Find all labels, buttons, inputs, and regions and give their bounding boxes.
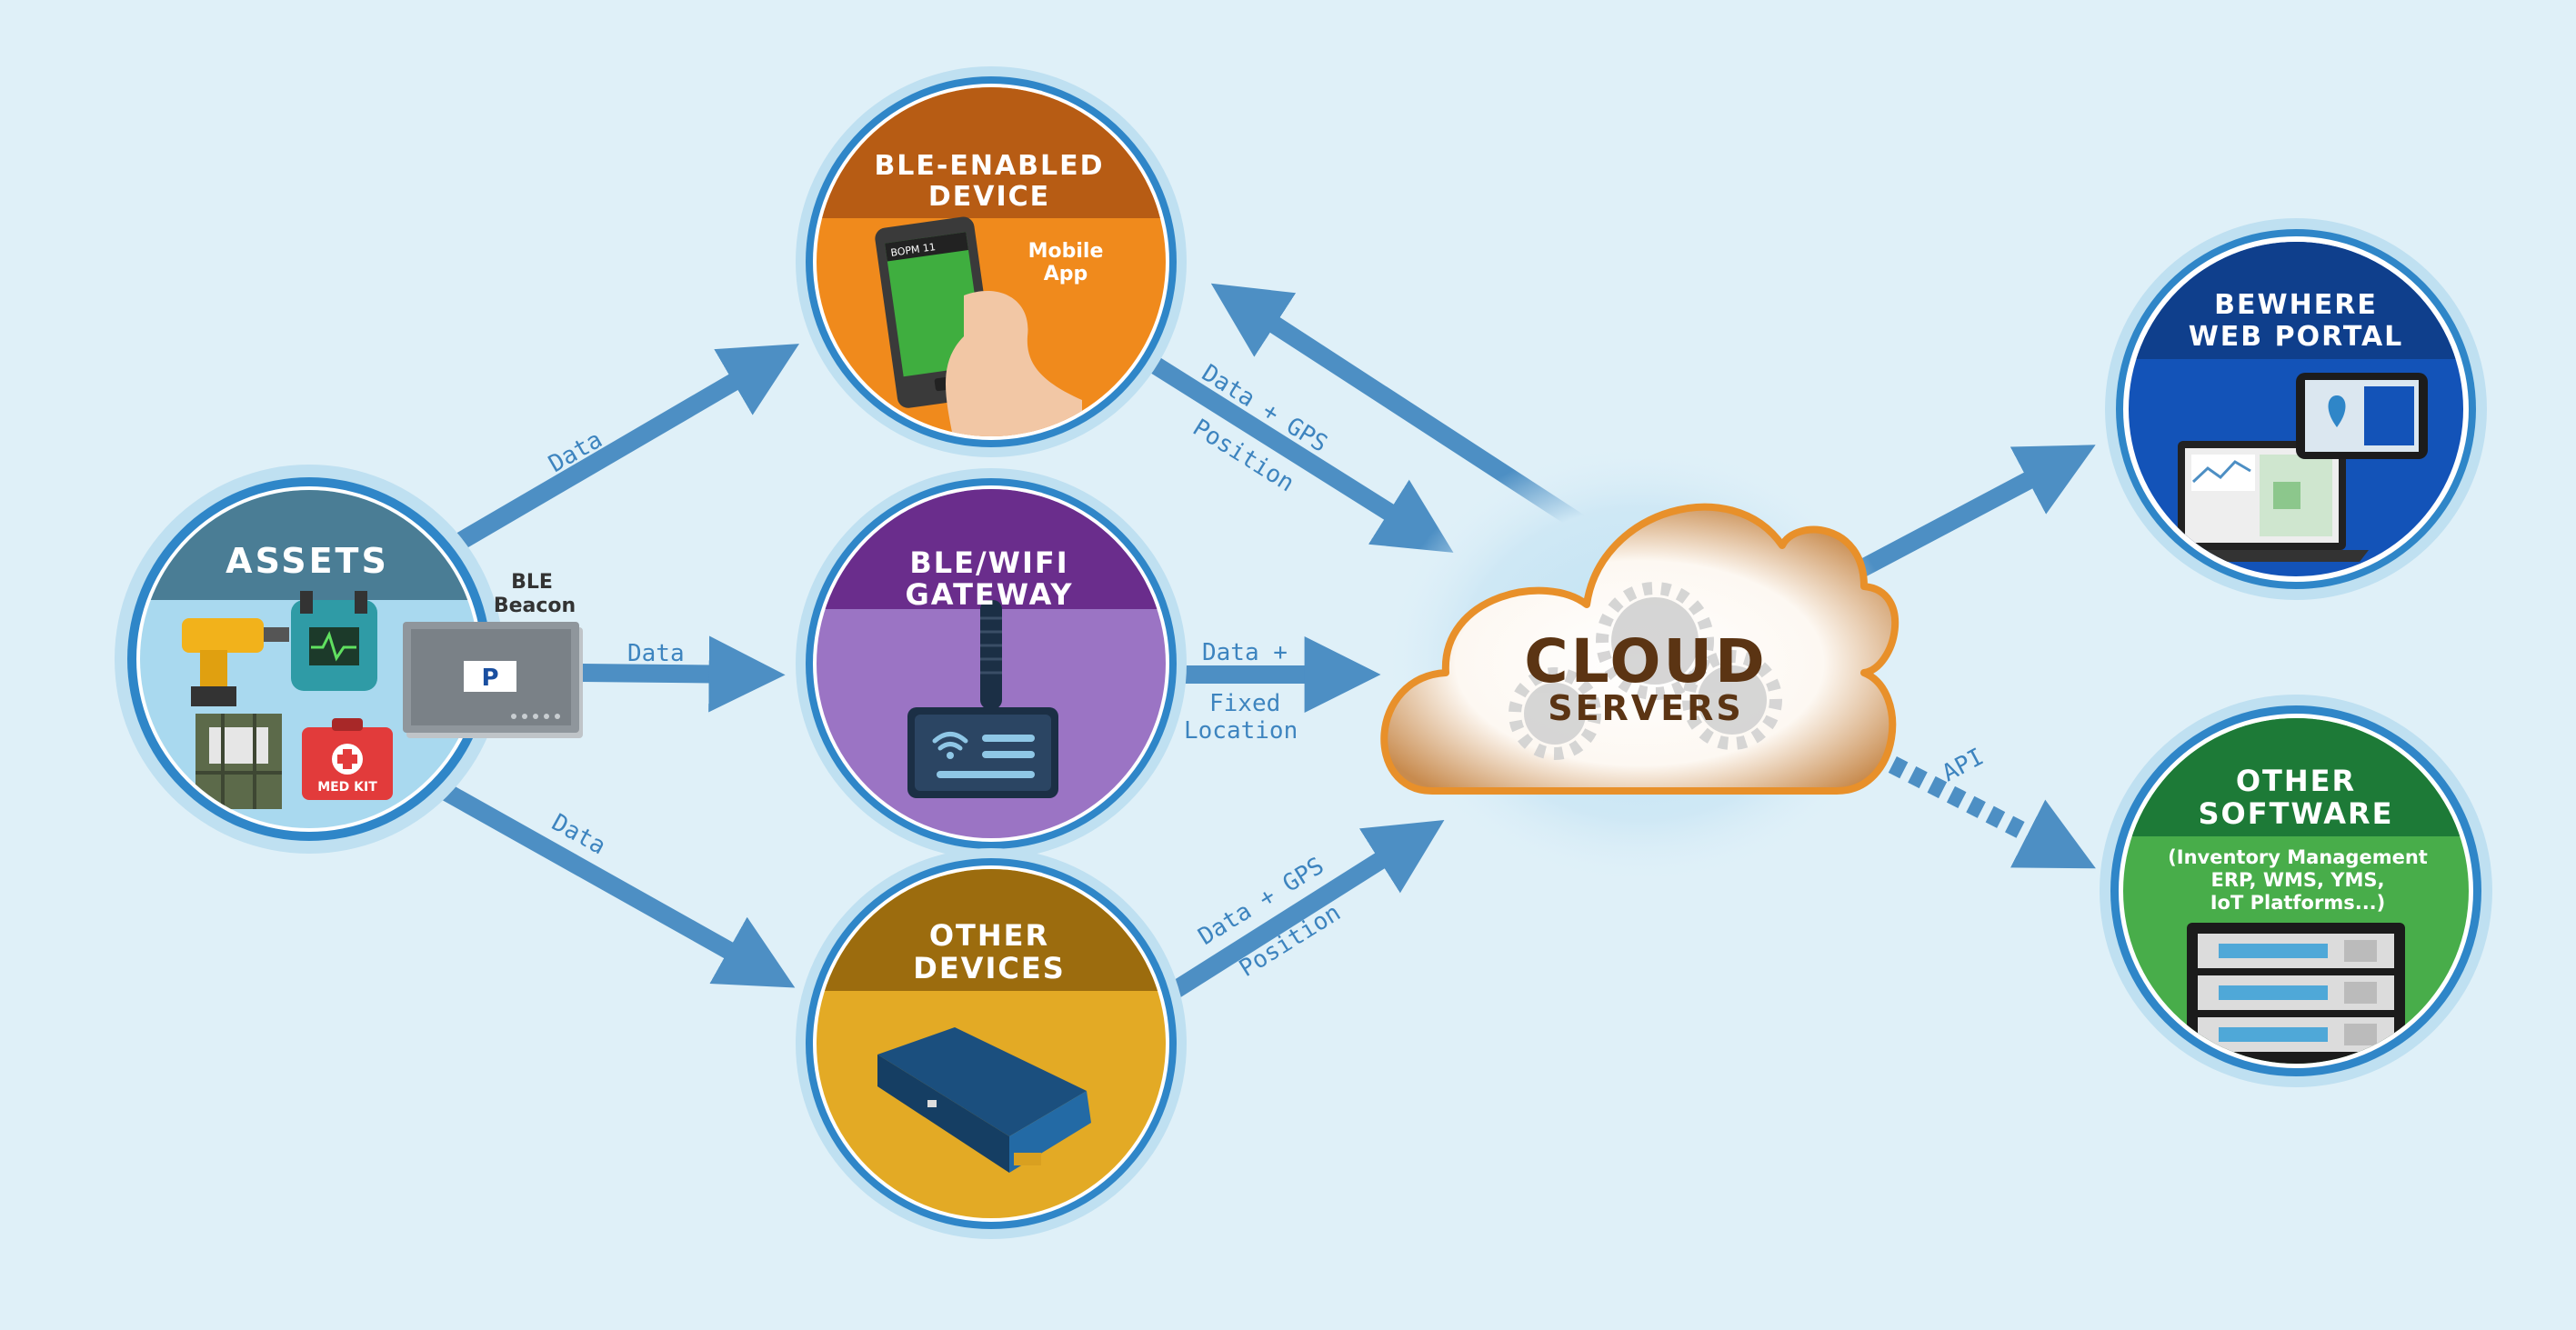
arrow-assets-to-other — [432, 778, 796, 988]
node-gateway: BLE/WIFI GATEWAY — [796, 468, 1187, 859]
arrow-cloud-to-portal — [1832, 445, 2096, 590]
beacon-label-1: BLE — [511, 571, 553, 594]
med-kit-icon: MED KIT — [302, 718, 393, 800]
label-gateway-to-cloud-2: Fixed — [1209, 690, 1280, 717]
tracker-device-icon — [877, 1027, 1091, 1173]
other-devices-title-2: DEVICES — [913, 951, 1065, 985]
node-ble-device: BOPM 11 BLE-ENABLED DEVICE Mobile App — [796, 66, 1187, 457]
arrow-assets-to-device — [440, 344, 800, 558]
label-gateway-to-cloud-3: Location — [1184, 717, 1298, 745]
node-web-portal: BEWHERE WEB PORTAL — [2105, 218, 2487, 600]
mobile-app-label-1: Mobile — [1028, 240, 1104, 263]
arrow-beacon-to-gateway — [581, 635, 786, 713]
label-gateway-to-cloud-1: Data + — [1202, 639, 1288, 666]
node-other-devices: OTHER DEVICES — [796, 848, 1187, 1239]
cloud-servers: CLOUD SERVERS — [1380, 441, 1900, 886]
assets-title: ASSETS — [226, 541, 389, 581]
software-desc-2: ERP, WMS, YMS, — [2210, 869, 2384, 891]
software-title-2: SOFTWARE — [2198, 796, 2393, 831]
gateway-router-icon — [907, 600, 1058, 798]
cloud-subtitle: SERVERS — [1548, 688, 1744, 728]
portal-title-1: BEWHERE — [2214, 289, 2378, 321]
pallet-crate-icon — [195, 714, 282, 809]
gear-icon — [1524, 597, 1767, 745]
laptop-icon — [2155, 441, 2369, 562]
label-cloud-to-software: API — [1938, 744, 1989, 788]
mobile-app-label-2: App — [1044, 263, 1088, 285]
gateway-title-2: GATEWAY — [906, 577, 1074, 612]
other-devices-title-1: OTHER — [929, 918, 1049, 953]
portal-title-2: WEB PORTAL — [2189, 321, 2404, 353]
hand-icon — [946, 291, 1082, 436]
arrow-cloud-to-software — [1869, 746, 2096, 869]
label-beacon-to-gateway: Data — [627, 640, 685, 667]
arrow-device-to-cloud — [1140, 351, 1454, 553]
node-other-software: OTHER SOFTWARE (Inventory Management ERP… — [2100, 695, 2492, 1087]
software-desc-1: (Inventory Management — [2168, 846, 2428, 868]
device-title-2: DEVICE — [928, 181, 1050, 213]
software-title-1: OTHER — [2236, 764, 2356, 798]
med-kit-label: MED KIT — [317, 780, 377, 795]
software-desc-3: IoT Platforms...) — [2210, 892, 2386, 914]
drill-icon — [182, 618, 289, 706]
patient-monitor-icon — [291, 591, 377, 691]
server-rack-icon — [2187, 923, 2405, 1064]
ble-beacon: BLE Beacon P — [403, 571, 583, 738]
tablet-map-icon — [2296, 373, 2428, 459]
beacon-logo-icon: P — [481, 665, 498, 692]
device-title-1: BLE-ENABLED — [874, 150, 1104, 182]
gateway-title-1: BLE/WIFI — [909, 545, 1068, 580]
cloud-title: CLOUD — [1524, 626, 1768, 696]
arrow-other-to-cloud — [1154, 820, 1445, 1008]
beacon-label-2: Beacon — [494, 595, 576, 617]
